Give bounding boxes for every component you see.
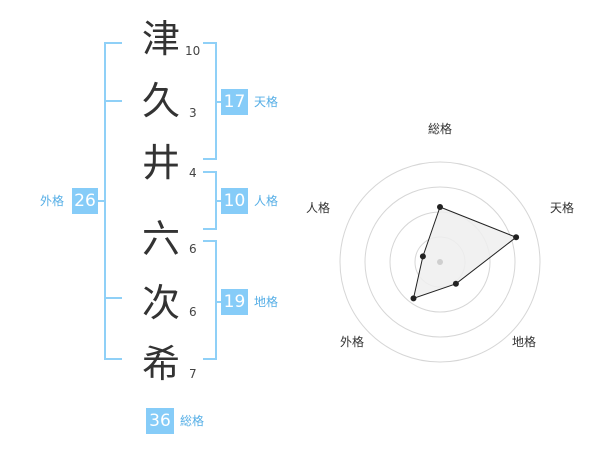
tenkaku-connector [215,101,222,103]
chikaku-badge: 19 [221,289,248,315]
radar-point-3 [452,280,459,287]
radar-ring [364,186,516,338]
gaikaku-connector [98,200,106,202]
gaikaku-bracket-tick-2 [104,297,122,299]
stroke-count-3: 4 [189,166,197,180]
stroke-count-6: 7 [189,367,197,381]
radar-point-5 [419,253,426,260]
radar-center-dot [437,259,443,265]
radar-polygon [412,206,518,300]
name-char-1: 津 [141,17,180,61]
stroke-count-4: 6 [189,242,197,256]
stroke-count-1: 10 [185,44,201,58]
gaikaku-badge: 26 [72,188,98,214]
radar-ring [414,236,466,288]
radar-axis-label-3: 地格 [512,334,536,349]
radar-axis-label-1: 総格 [428,121,452,136]
jinkaku-connector [215,200,222,202]
radar-point-4 [410,295,417,302]
tenkaku-badge: 17 [221,89,248,115]
chikaku-connector [215,301,222,303]
radar-ring [339,161,541,363]
radar-point-1 [437,204,443,210]
soukaku-label: 総格 [180,414,205,428]
soukaku-badge: 36 [146,408,174,434]
name-char-5: 次 [141,281,180,325]
jinkaku-badge: 10 [221,188,248,214]
name-char-4: 六 [141,217,180,261]
radar-point-2 [513,234,520,241]
gaikaku-label: 外格 [40,194,65,208]
radar-axis-label-4: 外格 [340,334,364,349]
radar-axis-label-5: 人格 [306,200,330,215]
tenkaku-label: 天格 [254,95,279,109]
stroke-count-5: 6 [189,305,197,319]
radar-ring [389,211,491,313]
gaikaku-bracket [104,42,122,360]
chikaku-label: 地格 [254,295,279,309]
name-char-6: 希 [141,342,180,386]
chikaku-bracket [203,240,217,360]
name-char-3: 井 [141,141,180,185]
jinkaku-label: 人格 [254,194,279,208]
gaikaku-bracket-tick-1 [104,100,122,102]
radar-axis-label-2: 天格 [550,200,574,215]
name-char-2: 久 [141,79,180,123]
stroke-count-2: 3 [189,106,197,120]
